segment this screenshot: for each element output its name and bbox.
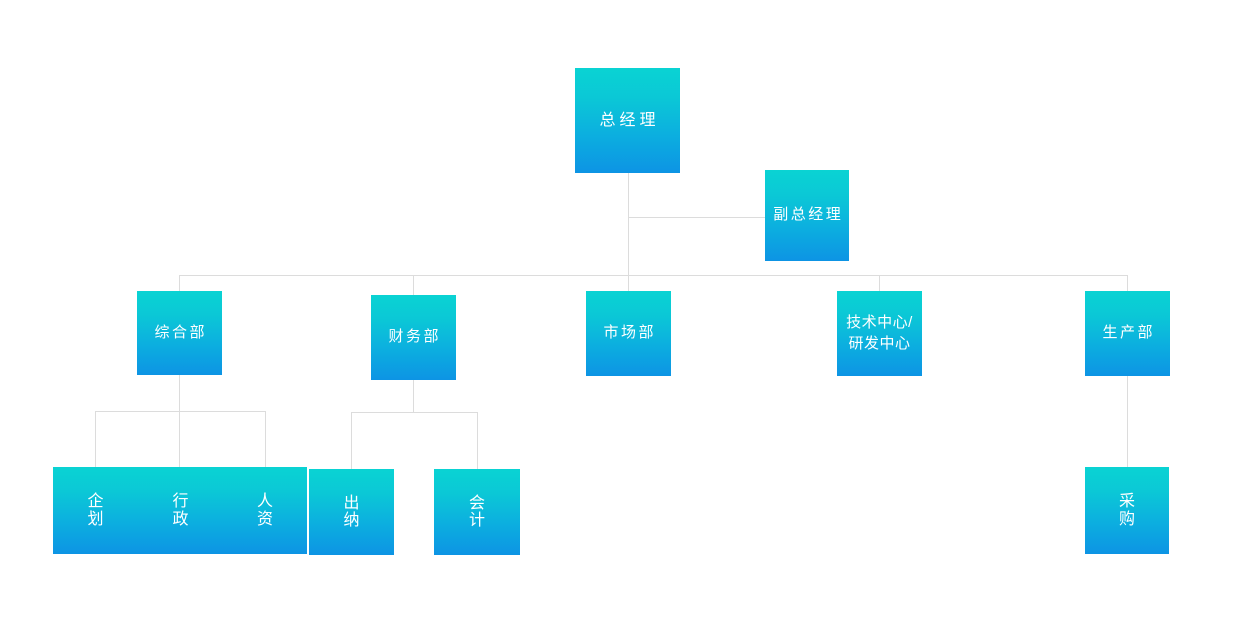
node-human-resources-label: 人资 <box>257 493 274 528</box>
node-deputy-general-manager-label: 副总经理 <box>773 206 844 224</box>
node-finance-department-label: 财务部 <box>388 328 441 346</box>
node-cashier[interactable]: 出纳 <box>309 469 394 555</box>
node-planning-label: 企划 <box>87 493 104 528</box>
connector-bus-to-produce <box>1127 275 1128 292</box>
connector-general-stem <box>179 375 180 411</box>
node-tech-center[interactable]: 技术中心/ 研发中心 <box>837 291 922 376</box>
node-finance-department[interactable]: 财务部 <box>371 295 456 380</box>
node-procurement[interactable]: 采购 <box>1085 467 1169 554</box>
connector-gm-to-dgm <box>628 217 765 218</box>
node-general-affairs-department-label: 综合部 <box>154 323 207 341</box>
node-procurement-label: 采购 <box>1119 493 1136 528</box>
connector-finance-to-cashier <box>351 412 352 470</box>
connector-bus-to-general <box>179 275 180 292</box>
connector-finance-stem <box>413 380 414 412</box>
connector-general-bus <box>95 411 265 412</box>
node-general-affairs-department[interactable]: 综合部 <box>137 291 222 375</box>
node-general-manager-label: 总经理 <box>599 111 660 129</box>
node-accounting[interactable]: 会计 <box>434 469 520 555</box>
connector-general-to-admin <box>179 411 180 468</box>
node-administration[interactable]: 行政 <box>138 467 223 554</box>
node-accounting-label: 会计 <box>469 494 486 529</box>
node-marketing-department[interactable]: 市场部 <box>586 291 671 376</box>
node-tech-center-label: 技术中心/ 研发中心 <box>846 314 913 352</box>
node-general-manager[interactable]: 总经理 <box>575 68 680 173</box>
node-marketing-department-label: 市场部 <box>603 324 656 342</box>
node-deputy-general-manager[interactable]: 副总经理 <box>765 170 849 261</box>
connector-produce-to-purchase <box>1127 376 1128 468</box>
connector-finance-bus <box>351 412 478 413</box>
node-cashier-label: 出纳 <box>343 494 360 529</box>
connector-gm-stem <box>628 173 629 276</box>
node-production-department[interactable]: 生产部 <box>1085 291 1170 376</box>
connector-general-to-hr <box>265 411 266 468</box>
node-human-resources[interactable]: 人资 <box>223 467 307 554</box>
node-production-department-label: 生产部 <box>1102 324 1155 342</box>
connector-finance-to-accounting <box>477 412 478 470</box>
connector-bus-to-finance <box>413 275 414 296</box>
connector-general-to-planning <box>95 411 96 468</box>
connector-department-bus <box>179 275 1128 276</box>
connector-bus-to-tech <box>879 275 880 292</box>
connector-bus-to-market <box>628 275 629 292</box>
node-planning[interactable]: 企划 <box>53 467 138 554</box>
node-administration-label: 行政 <box>172 493 189 528</box>
